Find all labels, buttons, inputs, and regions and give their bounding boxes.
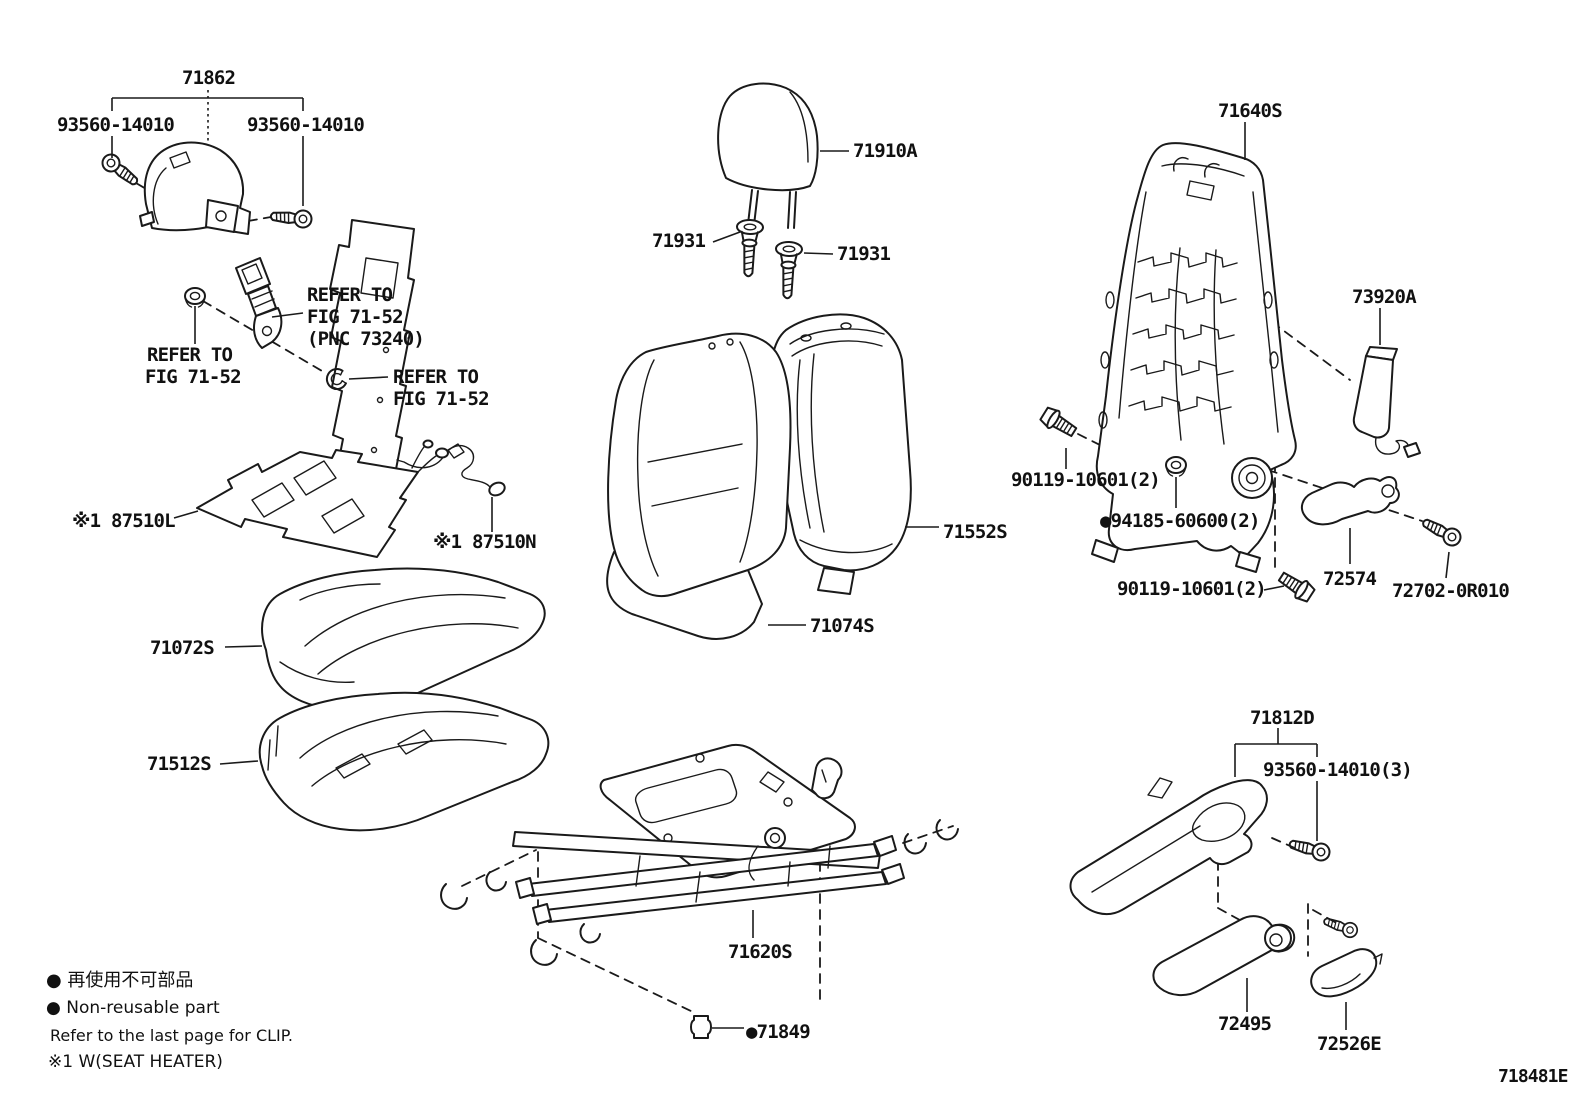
leader-lines [111, 90, 1450, 1030]
label-refer-b1: REFER TO [307, 284, 392, 306]
legend-non-reusable-jp: ● 再使用不可部品 [46, 970, 193, 991]
seat-back-heater-part [329, 219, 506, 525]
legend-clip-note: Refer to the last page for CLIP. [50, 1026, 293, 1045]
label-refer-b3: (PNC 73240) [307, 328, 424, 350]
label-71512S: 71512S [147, 753, 211, 775]
legend-non-reusable-en: ● Non-reusable part [46, 998, 220, 1018]
label-90119-lower: 90119-10601(2) [1117, 578, 1266, 600]
label-72702-0R010: 72702-0R010 [1392, 580, 1509, 602]
label-94185: ●94185-60600(2) [1100, 510, 1260, 532]
label-71862: 71862 [182, 67, 235, 89]
reclining-handle-part [1152, 915, 1296, 996]
cushion-shield-part [1069, 777, 1268, 915]
label-93560-left: 93560-14010 [57, 114, 174, 136]
cushion-heater-part [196, 439, 465, 558]
label-90119-upper: 90119-10601(2) [1011, 469, 1160, 491]
recliner-lever-part [1300, 476, 1400, 526]
label-71910A: 71910A [853, 140, 918, 162]
legend-seat-heater-note: ※1 W(SEAT HEATER) [48, 1052, 223, 1072]
label-87510L: ※1 87510L [72, 510, 175, 532]
label-71620S: 71620S [728, 941, 792, 963]
cushion-pad-part [258, 691, 550, 832]
label-refer-c1: REFER TO [393, 366, 478, 388]
label-refer-c2: FIG 71-52 [393, 388, 489, 410]
part-number-labels: 71862 93560-14010 93560-14010 REFER TO F… [57, 67, 1569, 1087]
seat-belt-buckle-part [235, 257, 283, 349]
label-71074S: 71074S [810, 615, 874, 637]
parts-artwork [98, 82, 1465, 1039]
label-87510N: ※1 87510N [433, 531, 536, 553]
belt-anchor-cover-part [139, 141, 251, 235]
label-71849: ●71849 [746, 1021, 810, 1043]
figure-code: 718481E [1498, 1066, 1568, 1087]
label-71552S: 71552S [943, 521, 1007, 543]
label-refer-a2: FIG 71-52 [145, 366, 241, 388]
headrest-part [717, 82, 819, 229]
label-refer-b2: FIG 71-52 [307, 306, 403, 328]
legend: ● 再使用不可部品 ● Non-reusable part Refer to t… [46, 970, 293, 1072]
label-93560-right: 93560-14010 [247, 114, 364, 136]
handle-cover-part [1310, 948, 1383, 998]
clip-part [690, 1015, 712, 1039]
side-airbag-part [1352, 346, 1421, 458]
seat-back-cover-part [606, 332, 792, 640]
label-73920A: 73920A [1352, 286, 1417, 308]
seat-back-frame-part [1091, 142, 1297, 573]
label-72526E: 72526E [1317, 1033, 1381, 1055]
label-refer-a1: REFER TO [147, 344, 232, 366]
label-71812D: 71812D [1250, 707, 1314, 729]
cushion-cover-part [261, 567, 546, 711]
label-93560-3: 93560-14010(3) [1263, 759, 1412, 781]
label-71640S: 71640S [1218, 100, 1282, 122]
label-71931-right: 71931 [837, 243, 891, 265]
label-71931-left: 71931 [652, 230, 706, 252]
seat-adjuster-part [440, 743, 959, 966]
label-72495: 72495 [1218, 1013, 1272, 1035]
label-72574: 72574 [1323, 568, 1377, 590]
seat-back-pad-part [769, 313, 912, 595]
label-71072S: 71072S [150, 637, 214, 659]
